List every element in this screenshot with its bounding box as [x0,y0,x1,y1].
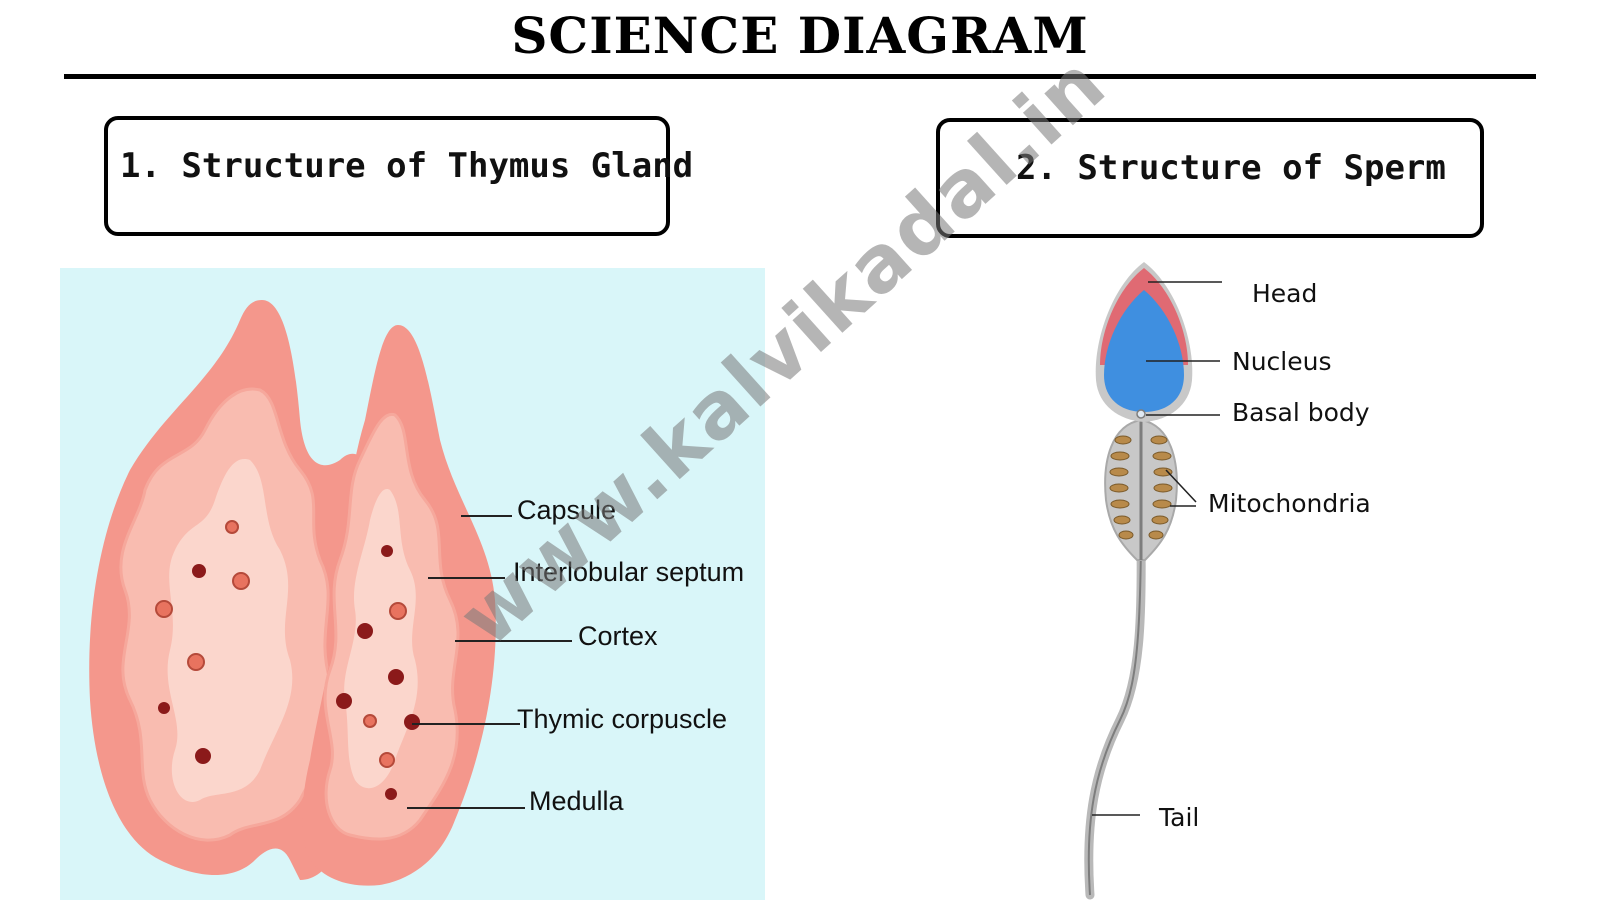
label-head: Head [1252,279,1317,308]
sperm-diagram: Head Nucleus Basal body Mitochondria Tai… [1084,262,1371,900]
mitochondrion [1110,451,1130,461]
label-capsule: Capsule [517,495,616,525]
title-divider [64,74,1536,79]
label-nucleus: Nucleus [1232,347,1332,376]
mitochondrion [1148,530,1164,540]
mitochondrion [1109,467,1129,477]
page-title: SCIENCE DIAGRAM [511,6,1089,65]
thymus-right-medulla [344,489,418,789]
thymic-corpuscle [363,714,377,728]
label-thymic-corpuscle: Thymic corpuscle [517,704,727,734]
sperm-basal-body [1136,409,1146,419]
thymic-corpuscle [155,600,173,618]
thymus-left-medulla [167,459,293,802]
thymic-corpuscle [404,714,420,730]
mitochondrion [1113,515,1131,525]
mitochondrion [1152,499,1172,509]
section-heading-sperm-label: 2. Structure of Sperm [1016,148,1446,188]
leader-line-mitochondria-upper [1165,469,1197,503]
label-tail: Tail [1158,803,1199,832]
thymic-corpuscle [225,520,239,534]
mitochondrion [1114,435,1132,445]
thymic-corpuscle [158,702,170,714]
mitochondrion [1151,515,1169,525]
mitochondrion [1110,499,1130,509]
sperm-tail [1084,535,1146,900]
sperm-leader-lines [1092,281,1222,816]
mitochondria-group [1109,435,1173,540]
thymic-corpuscle [385,788,397,800]
label-interlobular-septum: Interlobular septum [513,557,744,587]
mitochondrion [1109,483,1129,493]
section-heading-thymus-label: 1. Structure of Thymus Gland [120,146,694,186]
section-heading-thymus: 1. Structure of Thymus Gland [104,116,693,236]
mitochondrion [1153,467,1173,477]
label-cortex: Cortex [578,621,658,651]
thymic-corpuscle [336,693,352,709]
mitochondrion [1118,530,1134,540]
thymic-corpuscle [379,752,395,768]
mitochondrion [1150,435,1168,445]
sperm-nucleus [1104,290,1184,412]
thymic-corpuscle [192,564,206,578]
thymus-diagram: Capsule Interlobular septum Cortex Thymi… [60,268,765,900]
thymic-corpuscle [187,653,205,671]
thymic-corpuscle [357,623,373,639]
mitochondrion [1153,483,1173,493]
thymic-corpuscle [232,572,250,590]
thymic-corpuscle [388,669,404,685]
label-mitochondria: Mitochondria [1208,489,1371,518]
section-heading-sperm: 2. Structure of Sperm [936,118,1484,238]
thymic-corpuscles [155,520,420,800]
thymus-leader-lines [407,515,572,809]
thymic-corpuscle [389,602,407,620]
thymic-corpuscle [381,545,393,557]
mitochondrion [1152,451,1172,461]
label-basal-body: Basal body [1232,398,1370,427]
label-medulla: Medulla [529,786,625,816]
thymic-corpuscle [195,748,211,764]
